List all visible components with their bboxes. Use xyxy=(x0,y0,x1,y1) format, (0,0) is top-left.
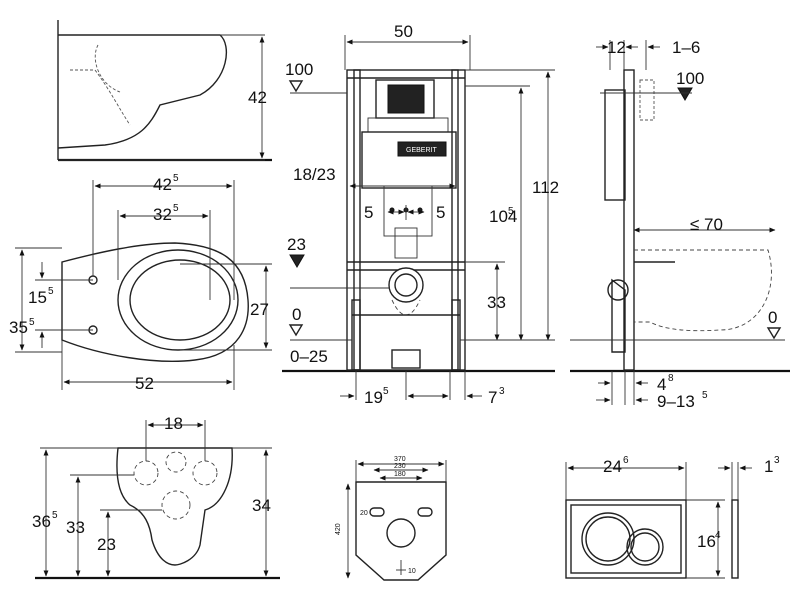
dim-12-label: 12 xyxy=(607,38,626,57)
dim-18-23-label: 18/23 xyxy=(293,165,336,184)
dim-24-label: 24 xyxy=(603,457,622,476)
dim-104-label: 104 xyxy=(489,207,517,226)
bowl-height-label: 42 xyxy=(248,88,267,107)
dim-7-sup-label: 3 xyxy=(499,386,505,397)
dim-9-13-label: 9–13 xyxy=(657,392,695,411)
level-23-label: 23 xyxy=(287,235,306,254)
dim-4-sup-label: 8 xyxy=(668,373,674,384)
dim-1-label: 1 xyxy=(764,457,773,476)
dim-33-frame-label: 33 xyxy=(487,293,506,312)
brand-text: GEBERIT xyxy=(406,147,437,154)
dim-33-front-label: 33 xyxy=(66,518,85,537)
dim-36-sup-label: 5 xyxy=(52,510,58,521)
dim-34-label: 34 xyxy=(252,496,271,515)
dim-112-label: 112 xyxy=(532,178,559,197)
dim-5-right-label: 5 xyxy=(436,203,445,222)
flush-plate-view: 24 6 16 4 1 3 xyxy=(565,455,780,579)
dim-19-sup-label: 5 xyxy=(383,386,389,397)
dim-5-left-label: 5 xyxy=(364,203,373,222)
frame-side-view: ≤ 70 12 1–6 100 0 4 8 9–13 5 xyxy=(570,38,790,411)
frame-front-view: 50 GEBERIT 100 18/23 xyxy=(282,22,559,407)
dim-19-label: 19 xyxy=(364,388,383,407)
dim-36-label: 36 xyxy=(32,512,51,531)
plate-10-label: 10 xyxy=(408,568,416,575)
plate-20-label: 20 xyxy=(360,510,368,517)
dim-27-label: 27 xyxy=(250,300,269,319)
dim-32-label: 32 xyxy=(153,205,172,224)
wc-side-view: 42 xyxy=(57,20,272,162)
level-100-right-label: 100 xyxy=(676,69,704,88)
dim-7-label: 7 xyxy=(488,388,497,407)
plate-420-label: 420 xyxy=(335,523,342,535)
plate-370-label: 370 xyxy=(394,456,406,463)
plate-230-label: 230 xyxy=(394,463,406,470)
dim-42-label: 42 xyxy=(153,175,172,194)
dim-16-label: 16 xyxy=(697,532,716,551)
dim-18-front-label: 18 xyxy=(164,414,183,433)
level-0-25-label: 0–25 xyxy=(290,347,328,366)
level-100-left-label: 100 xyxy=(285,60,313,79)
dim-23-front-label: 23 xyxy=(97,535,116,554)
dim-24-sup-label: 6 xyxy=(623,455,629,466)
dim-52-label: 52 xyxy=(135,374,154,393)
dim-16-sup-label: 4 xyxy=(715,530,721,541)
plate-180-label: 180 xyxy=(394,471,406,478)
level-0-left-label: 0 xyxy=(292,305,301,324)
dim-15-label: 15 xyxy=(28,288,47,307)
dim-le70-label: ≤ 70 xyxy=(690,215,723,234)
dim-35-sup-label: 5 xyxy=(29,317,35,328)
dim-4-label: 4 xyxy=(657,375,666,394)
bowl-top-view: 42 5 32 5 35 5 15 5 27 52 xyxy=(9,173,272,393)
frame-width-label: 50 xyxy=(394,22,413,41)
bowl-front-view: 18 36 5 33 23 34 xyxy=(32,414,280,580)
dim-15-sup-label: 5 xyxy=(48,286,54,297)
dim-32-sup-label: 5 xyxy=(173,203,179,214)
dim-35-label: 35 xyxy=(9,318,28,337)
dim-1-sup-label: 3 xyxy=(774,455,780,466)
level-0-right-label: 0 xyxy=(768,308,777,327)
dim-1-6-label: 1–6 xyxy=(672,38,700,57)
dim-42-sup-label: 5 xyxy=(173,173,179,184)
dim-104-sup-label: 5 xyxy=(508,206,514,217)
mounting-plate-view: 370 230 180 420 20 10 xyxy=(335,456,447,581)
dim-9-13-sup-label: 5 xyxy=(702,390,708,401)
